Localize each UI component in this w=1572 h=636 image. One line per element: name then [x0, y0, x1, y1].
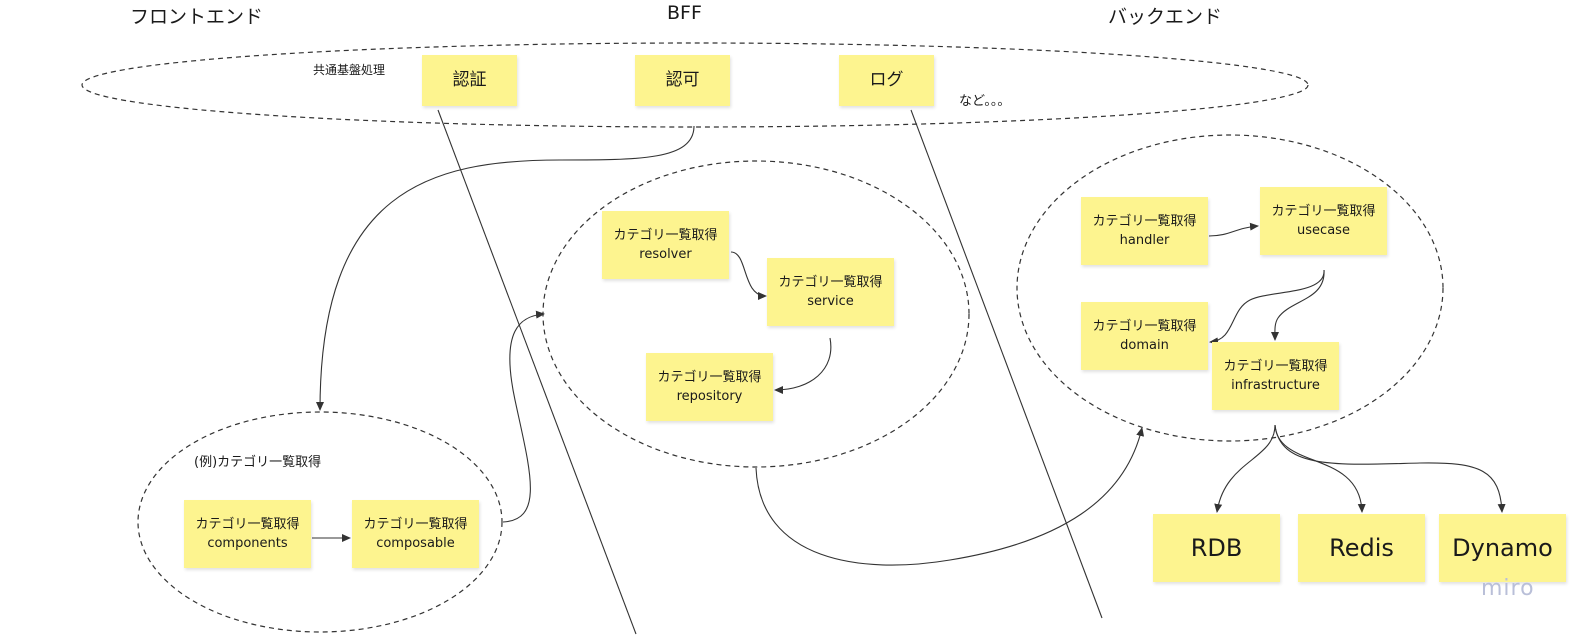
- bff-header: BFF: [667, 2, 702, 24]
- service-title: カテゴリ一覧取得: [778, 275, 883, 290]
- auth-sticky[interactable]: 認証: [422, 55, 517, 106]
- infrastructure-title: カテゴリ一覧取得: [1223, 359, 1328, 374]
- usecase-sticky[interactable]: カテゴリ一覧取得 usecase: [1260, 187, 1387, 255]
- handler-title: カテゴリ一覧取得: [1092, 214, 1197, 229]
- frontend-header: フロントエンド: [130, 6, 264, 28]
- resolver-title: カテゴリ一覧取得: [613, 228, 718, 243]
- domain-layer: domain: [1120, 338, 1169, 353]
- authz-sticky-text: 認可: [665, 70, 700, 90]
- components-layer: components: [207, 536, 288, 551]
- domain-sticky[interactable]: カテゴリ一覧取得 domain: [1081, 302, 1208, 370]
- usecase-layer: usecase: [1297, 223, 1350, 238]
- repository-sticky[interactable]: カテゴリ一覧取得 repository: [646, 353, 773, 421]
- composable-to-bff-arrow: [502, 310, 545, 523]
- common-platform-label: 共通基盤処理: [313, 63, 386, 77]
- service-sticky[interactable]: カテゴリ一覧取得 service: [767, 258, 894, 326]
- dynamo-label: Dynamo: [1452, 533, 1553, 562]
- rdb-sticky[interactable]: RDB: [1153, 514, 1280, 582]
- redis-sticky[interactable]: Redis: [1298, 514, 1425, 582]
- infrastructure-sticky[interactable]: カテゴリ一覧取得 infrastructure: [1212, 342, 1339, 410]
- usecase-to-domain-arrow: [1209, 269, 1325, 346]
- components-title: カテゴリ一覧取得: [195, 517, 300, 532]
- components-sticky[interactable]: カテゴリ一覧取得 components: [184, 500, 311, 568]
- repository-layer: repository: [676, 389, 743, 404]
- etc-label: など。。。: [959, 94, 1011, 109]
- composable-title: カテゴリ一覧取得: [363, 517, 468, 532]
- domain-title: カテゴリ一覧取得: [1092, 319, 1197, 334]
- auth-sticky-text: 認証: [452, 70, 487, 90]
- handler-to-usecase-arrow: [1208, 222, 1259, 237]
- log-sticky-text: ログ: [869, 70, 904, 90]
- infrastructure-to-redis-arrow: [1274, 424, 1366, 513]
- resolver-to-service-arrow: [730, 251, 767, 300]
- bff-group-ellipse: [542, 160, 970, 468]
- usecase-title: カテゴリ一覧取得: [1271, 204, 1376, 219]
- infrastructure-to-rdb-arrow: [1214, 424, 1276, 513]
- resolver-layer: resolver: [639, 247, 692, 262]
- composable-layer: composable: [376, 536, 455, 551]
- authz-sticky[interactable]: 認可: [635, 55, 730, 106]
- dynamo-sticky[interactable]: Dynamo: [1439, 514, 1566, 582]
- log-sticky[interactable]: ログ: [839, 55, 934, 106]
- bff-to-backend-arrow: [755, 427, 1145, 566]
- service-to-repository-arrow: [774, 337, 832, 394]
- rdb-label: RDB: [1190, 533, 1243, 562]
- frontend-group-ellipse: [137, 411, 503, 633]
- miro-watermark: miro: [1481, 576, 1535, 601]
- backend-group-ellipse: [1016, 134, 1444, 442]
- usecase-to-infrastructure-arrow: [1270, 269, 1325, 341]
- redis-label: Redis: [1329, 533, 1394, 562]
- infrastructure-to-dynamo-arrow: [1274, 424, 1506, 513]
- infrastructure-layer: infrastructure: [1231, 378, 1320, 393]
- service-layer: service: [807, 294, 854, 309]
- frontend-bff-boundary-line: [437, 109, 637, 635]
- handler-layer: handler: [1119, 233, 1170, 248]
- frontend-example-label: (例)カテゴリ一覧取得: [194, 455, 322, 470]
- backend-header: バックエンド: [1108, 6, 1223, 28]
- composable-sticky[interactable]: カテゴリ一覧取得 composable: [352, 500, 479, 568]
- repository-title: カテゴリ一覧取得: [657, 370, 762, 385]
- common-platform-ellipse: [81, 42, 1309, 128]
- handler-sticky[interactable]: カテゴリ一覧取得 handler: [1081, 197, 1208, 265]
- resolver-sticky[interactable]: カテゴリ一覧取得 resolver: [602, 211, 729, 279]
- common-to-frontend-arrow: [316, 125, 695, 411]
- bff-backend-boundary-line: [910, 109, 1103, 619]
